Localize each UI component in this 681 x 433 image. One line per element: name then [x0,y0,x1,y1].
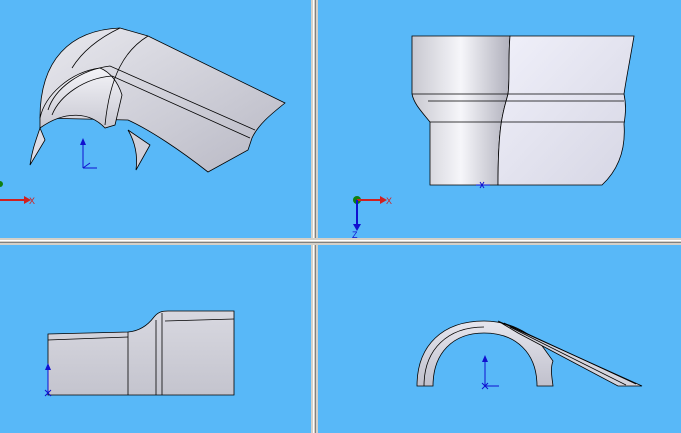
triad-x-label: X [29,196,35,206]
viewport-splitter-horizontal[interactable] [0,238,681,245]
viewport-right[interactable] [318,245,681,433]
triad-z-label: Z [352,230,358,238]
coordinate-triad: X [0,181,35,206]
part-model-front[interactable] [411,35,635,186]
coordinate-triad: X Z [352,196,392,238]
local-axis-marker [80,138,97,169]
local-axis-marker [44,363,52,397]
viewport-splitter-vertical[interactable] [311,0,318,433]
viewport-front-canvas[interactable]: X Z [318,0,681,238]
local-axis-marker [481,355,499,390]
triad-x-label: X [386,196,392,206]
viewport-top[interactable] [0,245,311,433]
viewport-background [318,245,681,433]
part-model-isometric[interactable] [29,27,286,173]
viewport-isometric[interactable]: X [0,0,311,238]
viewport-top-canvas[interactable] [0,245,311,433]
viewport-front[interactable]: X Z [318,0,681,238]
viewport-right-canvas[interactable] [318,245,681,433]
viewport-isometric-canvas[interactable]: X [0,0,311,238]
part-model-right[interactable] [416,320,643,387]
local-axis-marker [476,181,490,189]
part-model-top[interactable] [47,310,235,396]
